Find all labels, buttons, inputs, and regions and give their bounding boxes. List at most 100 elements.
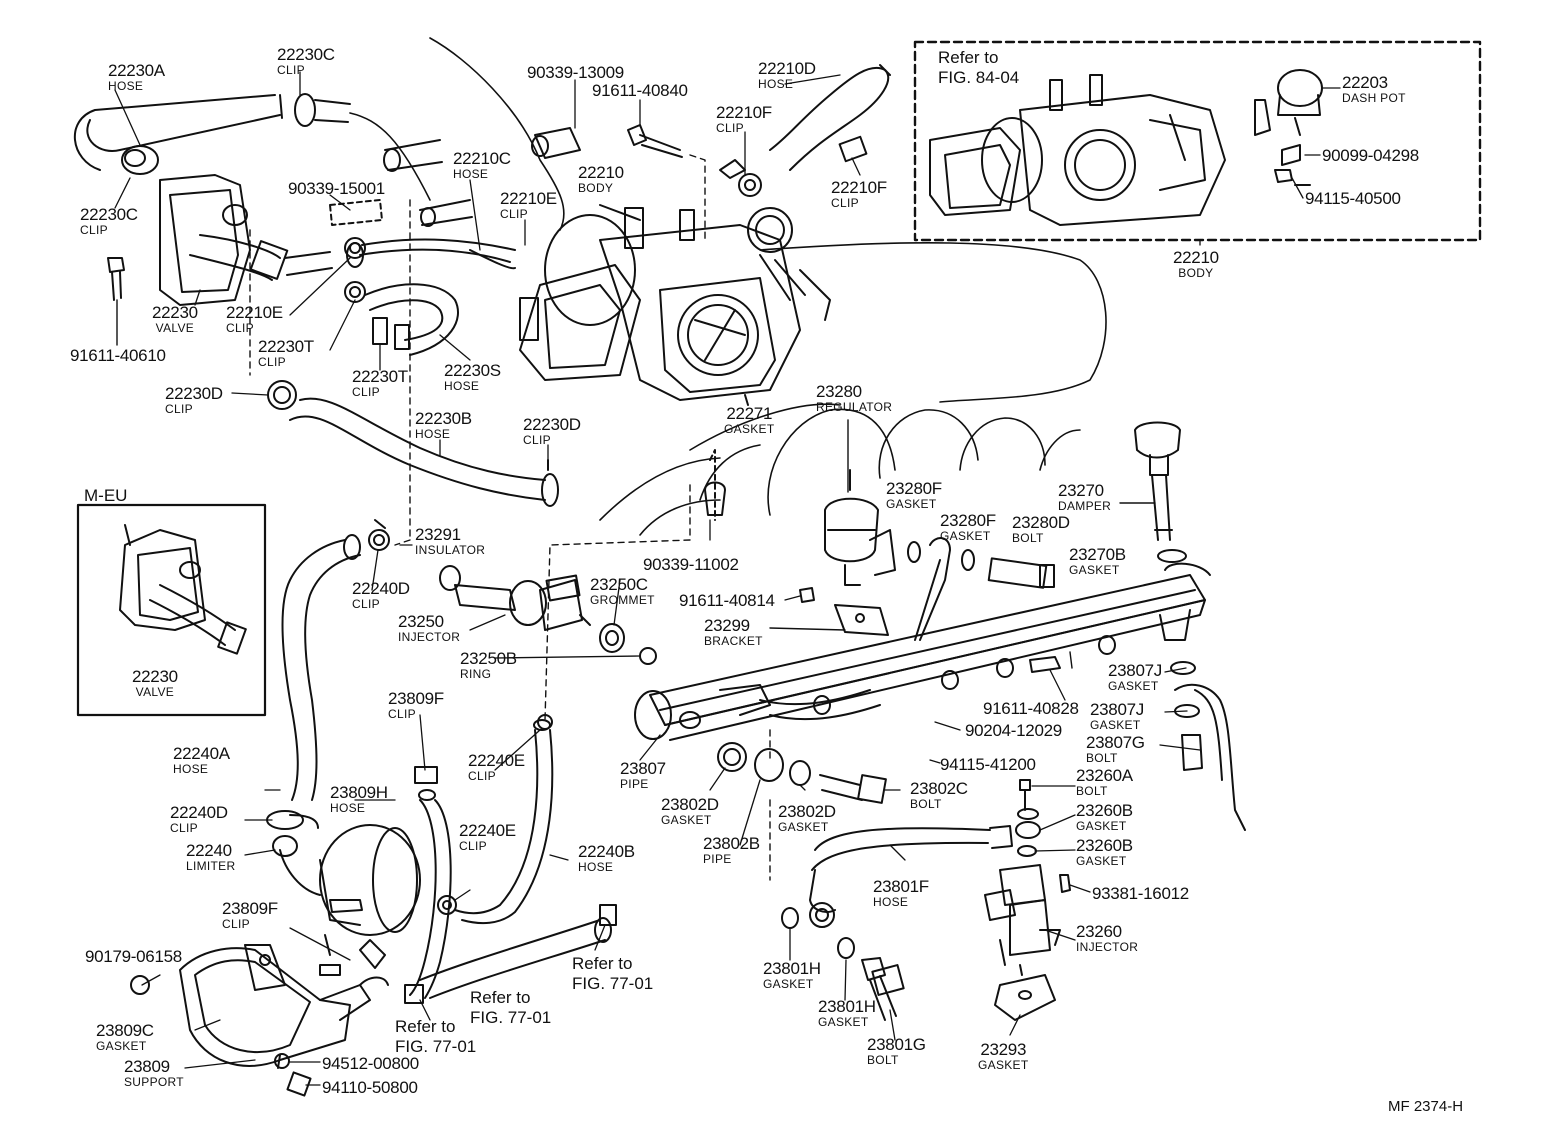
- bolt-91611-40610: [107, 257, 125, 346]
- part-desc: GASKET: [1069, 563, 1120, 577]
- part-desc: GASKET: [1090, 718, 1141, 732]
- ref-fig-77-01-b: Refer to FIG. 77-01: [470, 988, 552, 1027]
- hose-22240A: [281, 519, 390, 801]
- manifold-outline: [429, 37, 1107, 536]
- part-number: 22230T: [352, 367, 408, 386]
- part-number: 22240D: [170, 803, 228, 822]
- part-number: 23801H: [818, 997, 876, 1016]
- injector-23250: [439, 449, 726, 730]
- part-desc: BODY: [1178, 266, 1214, 280]
- part-number: 91611-40828: [983, 699, 1079, 718]
- part-desc: GASKET: [1108, 679, 1159, 693]
- limiter-22240: [266, 810, 421, 956]
- part-desc: HOSE: [330, 801, 366, 815]
- part-desc: HOSE: [415, 427, 451, 441]
- part-number: 23807J: [1108, 661, 1162, 680]
- ref-fig-77-01-c: Refer to FIG. 77-01: [395, 1017, 477, 1056]
- label-94115-41200: 94115-41200: [940, 756, 1036, 773]
- part-desc: GROMMET: [590, 593, 655, 607]
- clips-22210E-22230T: [344, 237, 388, 345]
- part-number: 23809: [124, 1057, 170, 1076]
- label-90099-04298: 90099-04298: [1322, 147, 1419, 164]
- part-number: 23293: [980, 1040, 1027, 1059]
- part-desc: VALVE: [135, 685, 175, 699]
- label-93381-16012: 93381-16012: [1092, 885, 1189, 902]
- label-90339-13009: 90339-13009: [527, 64, 624, 81]
- part-number: 23809F: [388, 689, 444, 708]
- part-desc: CLIP: [222, 917, 250, 931]
- hose-23801F: [781, 825, 1013, 1021]
- part-number: 23809H: [330, 783, 388, 802]
- part-number: 22210F: [716, 103, 772, 122]
- part-number: 23280F: [886, 479, 942, 498]
- footer-code: MF 2374-H: [1388, 1098, 1464, 1115]
- part-number: 90339-13009: [527, 63, 624, 82]
- hose-22230A: [73, 93, 351, 175]
- part-number: 22230B: [415, 409, 472, 428]
- part-number: 23260B: [1076, 801, 1133, 820]
- part-number: 90339-11002: [643, 555, 739, 574]
- part-number: 22240D: [352, 579, 410, 598]
- part-desc: BOLT: [1076, 784, 1108, 798]
- label-91611-40840: 91611-40840: [592, 82, 688, 99]
- part-number: 22230: [132, 667, 178, 686]
- part-number: 22240B: [578, 842, 635, 861]
- part-number: 23260: [1076, 922, 1122, 941]
- part-number: 23260A: [1076, 766, 1133, 785]
- part-number: 22271: [726, 404, 773, 423]
- label-90179-06158: 90179-06158: [85, 948, 182, 965]
- part-desc: HOSE: [578, 860, 614, 874]
- part-number: 23802C: [910, 779, 968, 798]
- part-number: 91611-40814: [679, 591, 775, 610]
- part-number: 94115-41200: [940, 755, 1036, 774]
- part-desc: GASKET: [1076, 819, 1127, 833]
- part-number: 22230C: [80, 205, 138, 224]
- part-number: 90099-04298: [1322, 146, 1419, 165]
- part-number: 90179-06158: [85, 947, 182, 966]
- part-number: 23809F: [222, 899, 278, 918]
- damper-23270: [1119, 421, 1187, 563]
- part-desc: BRACKET: [704, 634, 763, 648]
- hose-22210D: [719, 64, 891, 197]
- part-number: 22230S: [444, 361, 501, 380]
- part-number: 23260B: [1076, 836, 1133, 855]
- small-hoses-top: [329, 112, 581, 227]
- part-desc: GASKET: [778, 820, 829, 834]
- part-desc: INSULATOR: [415, 543, 486, 557]
- part-desc: SUPPORT: [124, 1075, 184, 1089]
- part-number: 23802B: [703, 834, 760, 853]
- label-94512-00800: 94512-00800: [322, 1055, 419, 1072]
- part-desc: REGULATOR: [816, 400, 893, 414]
- part-desc: HOSE: [453, 167, 489, 181]
- part-number: 23801G: [867, 1035, 926, 1054]
- part-number: 94512-00800: [322, 1054, 419, 1073]
- part-desc: CLIP: [352, 597, 380, 611]
- part-desc: GASKET: [978, 1058, 1029, 1072]
- inset-box-meu: [76, 503, 267, 717]
- part-number: 90339-15001: [288, 179, 385, 198]
- label-90339-11002: 90339-11002: [643, 556, 739, 573]
